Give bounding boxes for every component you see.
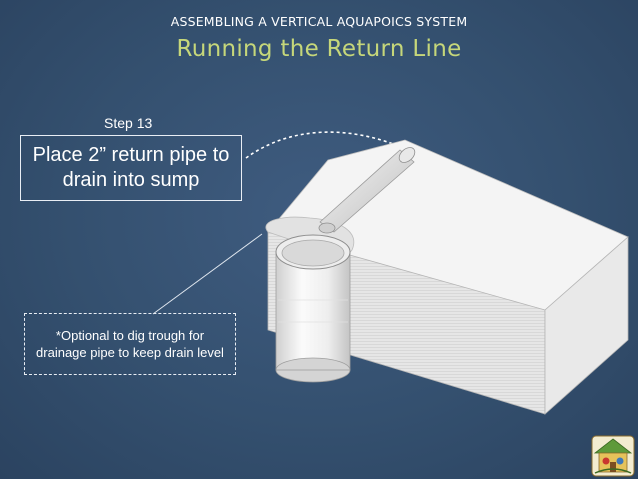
slide-eyebrow: ASSEMBLING A VERTICAL AQUAPOICS SYSTEM [170,14,468,29]
instruction-box: Place 2” return pipe to drain into sump [20,135,242,201]
ground-right-face [544,236,629,415]
return-pipe [318,147,416,234]
logo-icon [591,435,635,477]
sump-barrel [275,234,351,383]
step-label: Step 13 [104,115,153,131]
note-box: *Optional to dig trough for drainage pip… [24,313,236,375]
note-pointer-line [152,233,263,315]
slide-title: Running the Return Line [176,36,462,62]
connector-curve [245,131,409,159]
